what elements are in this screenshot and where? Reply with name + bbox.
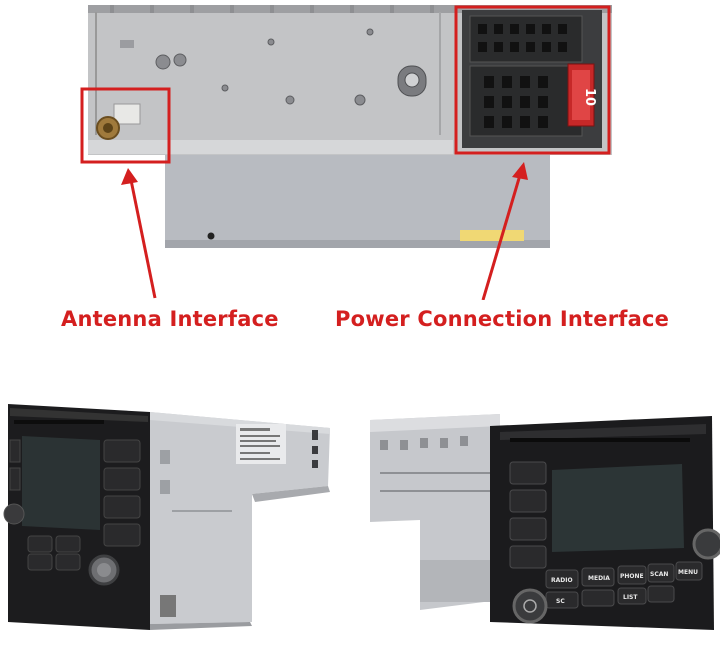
power-highlight-box — [454, 5, 611, 155]
power-arrow — [481, 162, 528, 300]
front-view-photo: RADIO MEDIA PHONE SCAN MENU LIST SC — [370, 414, 720, 630]
phone-button-label: PHONE — [620, 573, 644, 580]
fuse-rating: 10 — [582, 88, 597, 106]
left-angle-photo — [3, 404, 330, 630]
cd-slot-right — [510, 438, 690, 442]
yellow-label — [460, 230, 524, 241]
antenna-connector-icon — [96, 103, 141, 140]
power-knob — [512, 588, 548, 624]
list-button-label: LIST — [623, 594, 638, 601]
media-button-label: MEDIA — [588, 575, 610, 582]
scan-button-label: SCAN — [650, 571, 668, 578]
power-connector-icon — [462, 10, 602, 148]
radio-button-label: RADIO — [551, 577, 573, 584]
antenna-highlight-box — [80, 87, 171, 164]
display-right — [552, 464, 684, 552]
screw-hole — [207, 232, 215, 240]
antenna-arrow — [121, 168, 157, 299]
chassis-side — [150, 412, 330, 624]
antenna-interface-label: Antenna Interface — [61, 307, 279, 331]
menu-button-label: MENU — [678, 569, 698, 576]
rear-view-photo: 10 — [80, 5, 612, 300]
power-knob-icon — [3, 503, 25, 525]
cd-slot — [14, 420, 104, 424]
display — [22, 436, 100, 530]
tune-knob — [692, 528, 720, 560]
power-connection-interface-label: Power Connection Interface — [335, 307, 670, 331]
sc-button-label: SC — [556, 598, 565, 605]
